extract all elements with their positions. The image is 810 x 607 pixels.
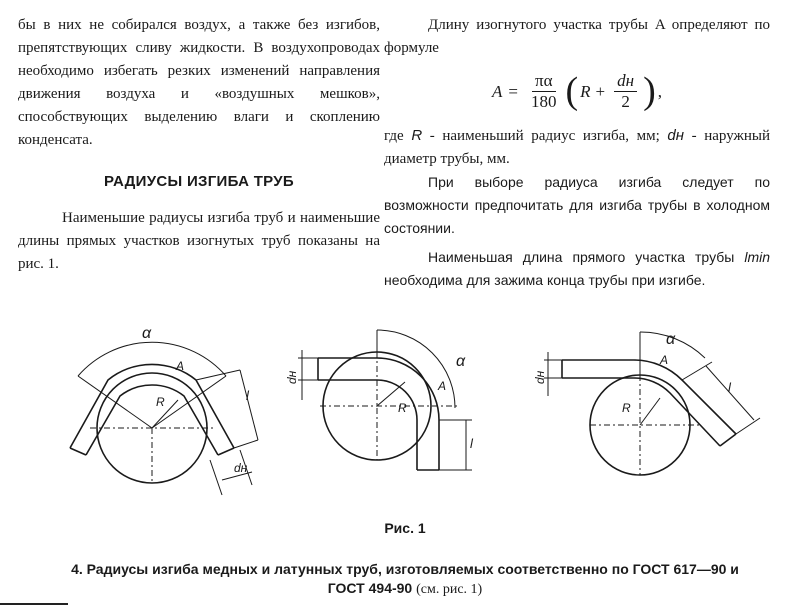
- dn-label-2: dн: [285, 370, 299, 384]
- formula-fraction-2: dн 2: [614, 71, 638, 112]
- diagram-symmetric-bend: α A R l dн: [69, 325, 259, 496]
- formula-tail: ,: [657, 81, 662, 101]
- formula-num-2: dн: [614, 71, 638, 92]
- left-column: бы в них не собирался воздух, а также бе…: [18, 14, 380, 276]
- l-label-1: l: [246, 388, 250, 403]
- formula-num-1: πα: [532, 71, 556, 92]
- formula-lhs: A: [492, 81, 503, 101]
- table-title: 4. Радиусы изгиба медных и латунных труб…: [60, 560, 750, 599]
- pipe-bend-figure: α A R l dн dн α A R l: [69, 325, 761, 496]
- diagram-shallow-bend: dн α A R l: [533, 331, 761, 476]
- left-paragraph-2: Наименьшие радиусы изгиба труб и наимень…: [18, 210, 380, 272]
- formula-den-2: 2: [621, 91, 630, 111]
- bend-length-formula: A = πα 180 ( R + dн 2 ) ,: [384, 64, 770, 118]
- A-label-1: A: [175, 359, 184, 373]
- formula-plus: +: [595, 81, 606, 101]
- formula-paren-close: ): [643, 70, 656, 112]
- footer-rule: [0, 603, 68, 605]
- alpha-label-2: α: [456, 353, 466, 370]
- dn-label-1: dн: [234, 461, 248, 475]
- right-paragraph-2: где R - наименьший радиус изгиба, мм; dн…: [384, 124, 770, 171]
- formula-paren-open: (: [565, 70, 579, 112]
- section-heading: РАДИУСЫ ИЗГИБА ТРУБ: [103, 173, 294, 190]
- diameter-description: - наружный диаметр трубы, мм.: [384, 128, 771, 167]
- formula-R: R: [580, 81, 591, 101]
- l-label-2: l: [470, 436, 474, 451]
- table-title-bold: 4. Радиусы изгиба медных и латунных труб…: [71, 561, 739, 596]
- A-label-3: A: [659, 353, 668, 367]
- table-title-normal: (см. рис. 1): [416, 582, 483, 597]
- l-label-3: l: [728, 380, 732, 395]
- right-paragraph-1: Длину изогнутого участка трубы A определ…: [384, 17, 770, 56]
- R-label-1: R: [156, 395, 165, 409]
- right-paragraph-3: При выборе радиуса изгиба следует по воз…: [384, 174, 770, 236]
- right-column: Длину изогнутого участка трубы A определ…: [384, 14, 770, 292]
- radius-symbol: R: [411, 127, 423, 144]
- alpha-label-3: α: [666, 331, 676, 348]
- where-word: где: [384, 128, 404, 144]
- right-paragraph-4: Наименьшая длина прямого участка трубы l…: [384, 246, 770, 292]
- formula-fraction-1: πα 180: [528, 71, 560, 112]
- R-label-2: R: [398, 401, 407, 415]
- min-length-symbol: lmin: [744, 249, 771, 265]
- diagram-right-angle-bend: dн α A R l: [285, 329, 474, 471]
- left-paragraph-1: бы в них не собирался воздух, а также бе…: [18, 17, 380, 148]
- figure-caption: Рис. 1: [384, 520, 426, 536]
- min-length-text-a: Наименьшая длина прямого участка трубы: [428, 249, 735, 265]
- alpha-label-1: α: [142, 325, 152, 342]
- A-label-2: A: [437, 379, 446, 393]
- radius-description: - наименьший радиус изгиба, мм;: [429, 128, 660, 144]
- min-length-text-b: необходима для зажима конца трубы при из…: [384, 272, 706, 288]
- diameter-symbol: dн: [667, 127, 685, 144]
- formula-den-1: 180: [531, 91, 557, 111]
- dn-label-3: dн: [533, 370, 547, 384]
- formula-eq: =: [508, 81, 518, 101]
- R-label-3: R: [622, 401, 631, 415]
